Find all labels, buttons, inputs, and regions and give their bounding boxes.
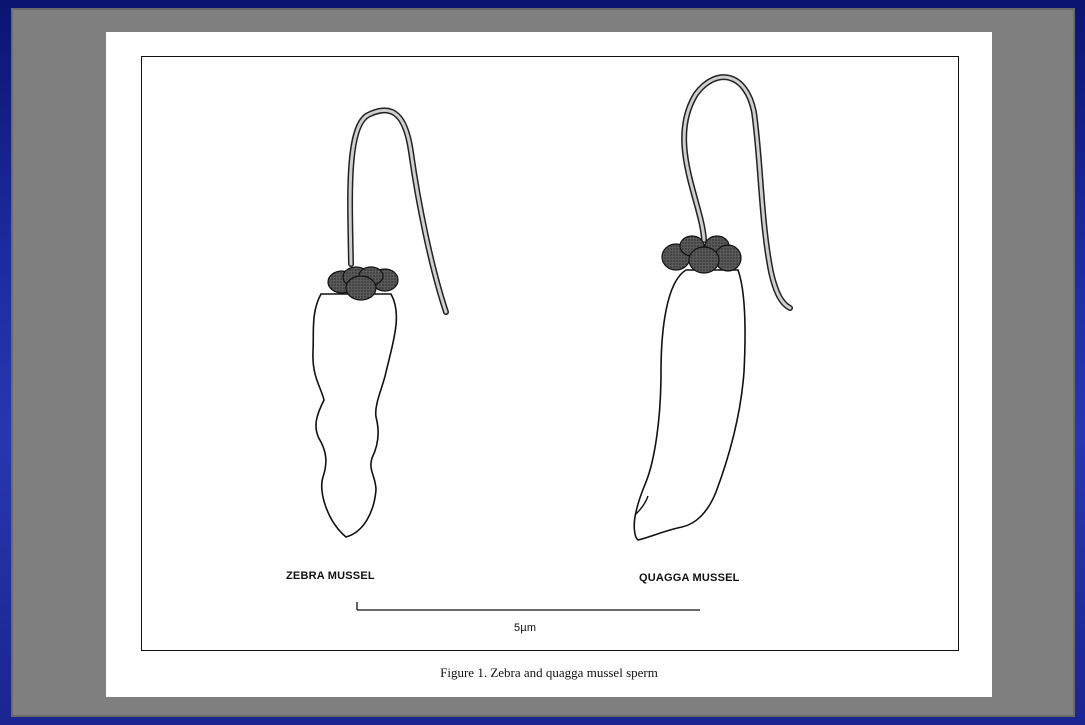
quagga-head xyxy=(634,270,745,540)
zebra-mussel-label: ZEBRA MUSSEL xyxy=(286,570,375,582)
scale-bar xyxy=(357,602,700,610)
figure-page: ZEBRA MUSSEL QUAGGA MUSSEL 5µm Figure 1.… xyxy=(106,32,992,697)
zebra-sperm-drawing xyxy=(313,110,446,537)
figure-caption: Figure 1. Zebra and quagga mussel sperm xyxy=(106,665,992,681)
quagga-sperm-drawing xyxy=(634,77,790,540)
sperm-illustration xyxy=(106,32,992,697)
scale-bar-label: 5µm xyxy=(514,622,536,634)
quagga-mussel-label: QUAGGA MUSSEL xyxy=(639,572,740,584)
zebra-head xyxy=(313,294,397,537)
quagga-midpiece xyxy=(662,236,741,273)
